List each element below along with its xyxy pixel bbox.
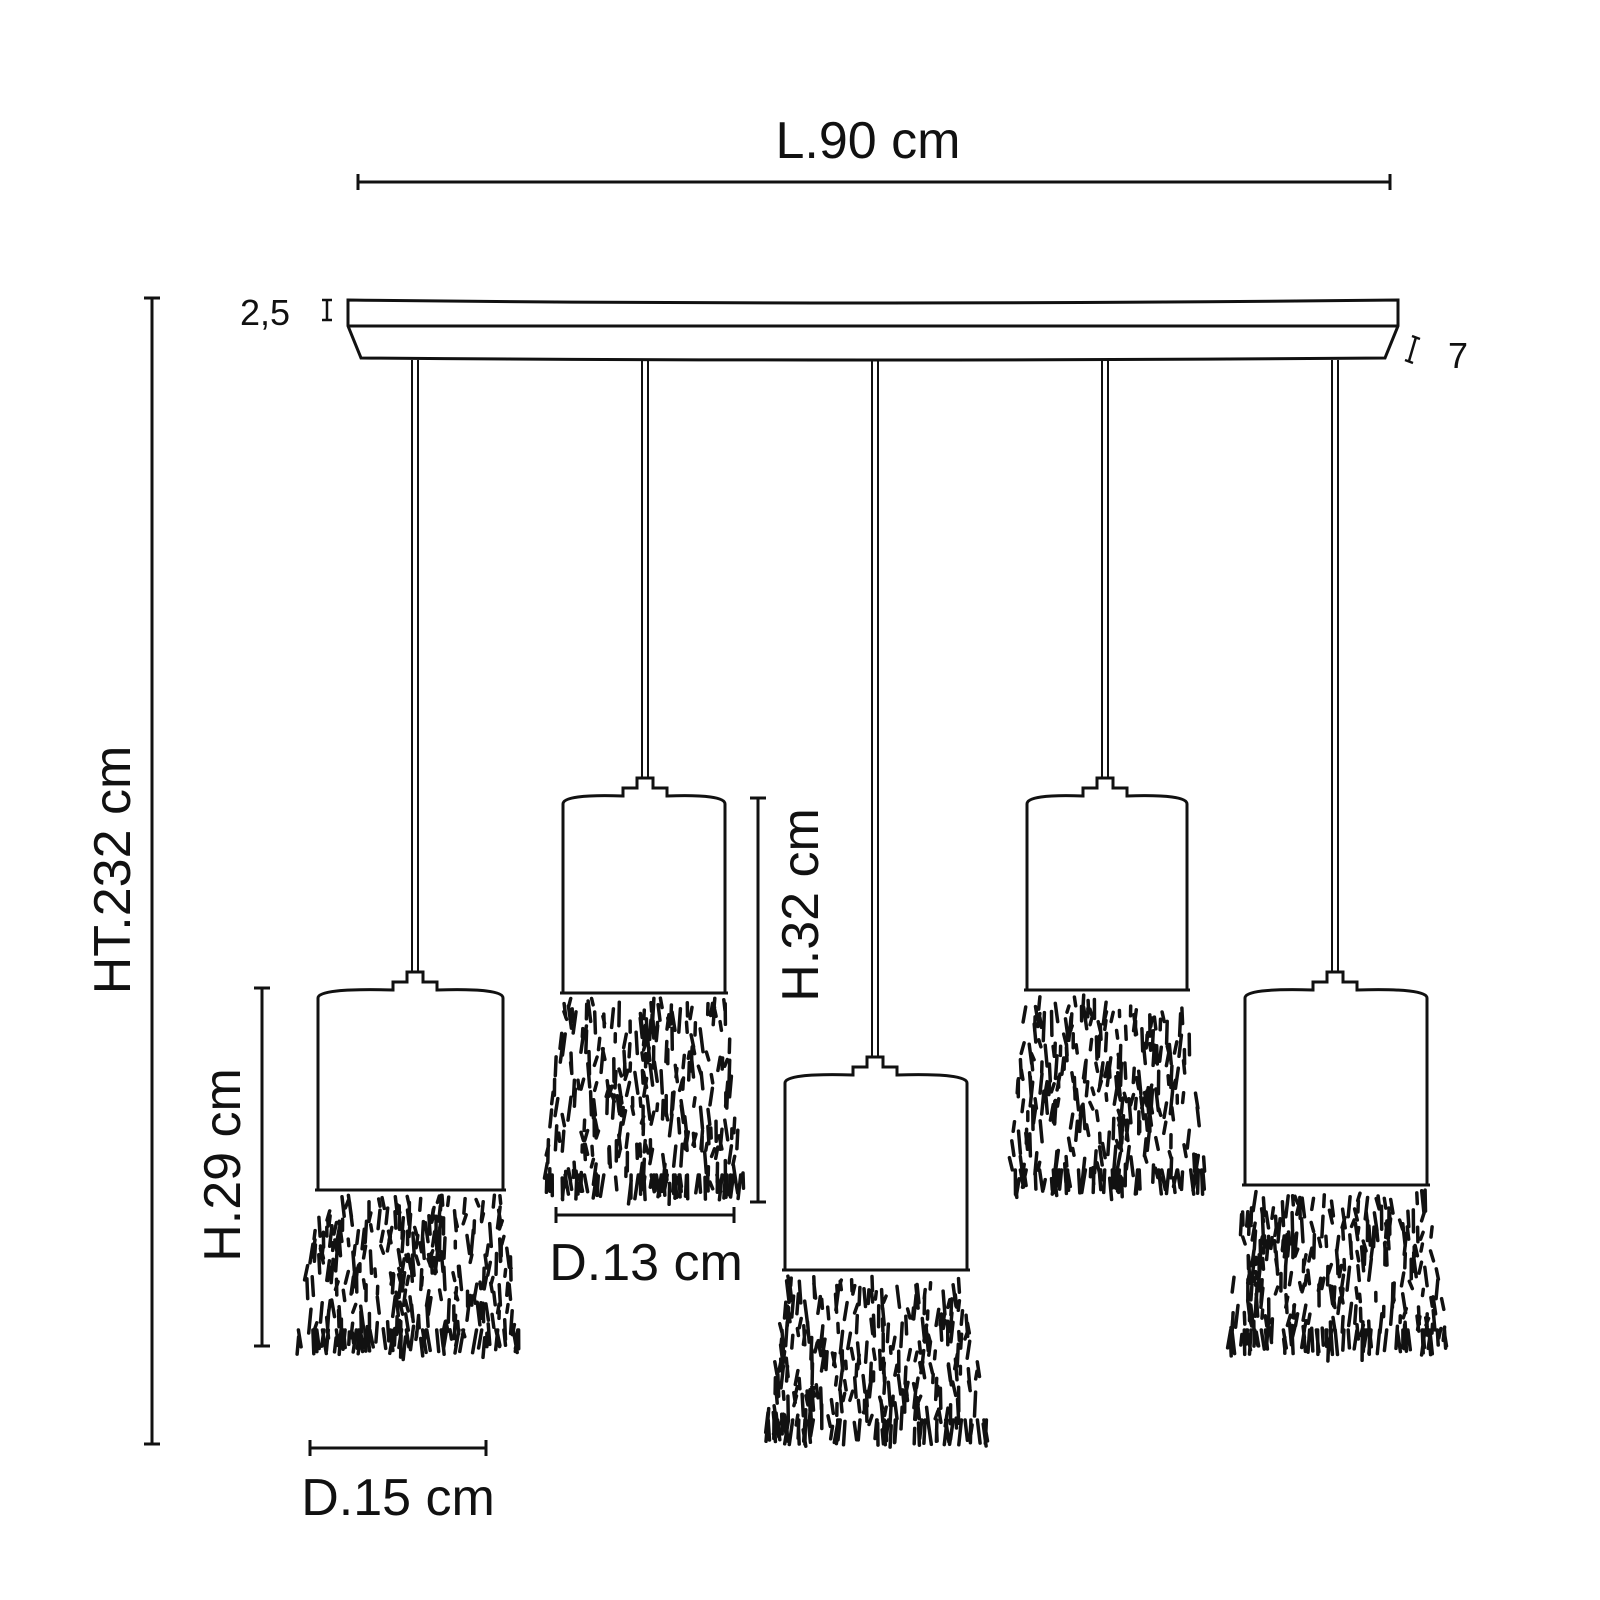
total-height-label: HT.232 cm: [84, 746, 142, 995]
pendant-lamp-3: [763, 360, 990, 1449]
canopy: [346, 298, 1400, 362]
small-shade-height-label: H.32 cm: [772, 808, 830, 1002]
large-shade-height-label: H.29 cm: [194, 1068, 252, 1262]
canopy-thickness-label: 2,5: [240, 292, 290, 333]
pendants: [295, 360, 1449, 1449]
small-shade-diameter-label: D.13 cm: [549, 1234, 743, 1292]
dimension-lines: [144, 174, 1421, 1456]
pendant-lamp-5: [1225, 360, 1449, 1363]
large-shade-diameter-label: D.15 cm: [301, 1469, 495, 1527]
canopy-depth-label: 7: [1448, 335, 1468, 376]
length-label: L.90 cm: [776, 112, 961, 170]
pendant-lamp-1: [295, 360, 521, 1362]
pendant-lamp-2: [542, 360, 746, 1207]
pendant-lamp-4: [1007, 360, 1207, 1202]
